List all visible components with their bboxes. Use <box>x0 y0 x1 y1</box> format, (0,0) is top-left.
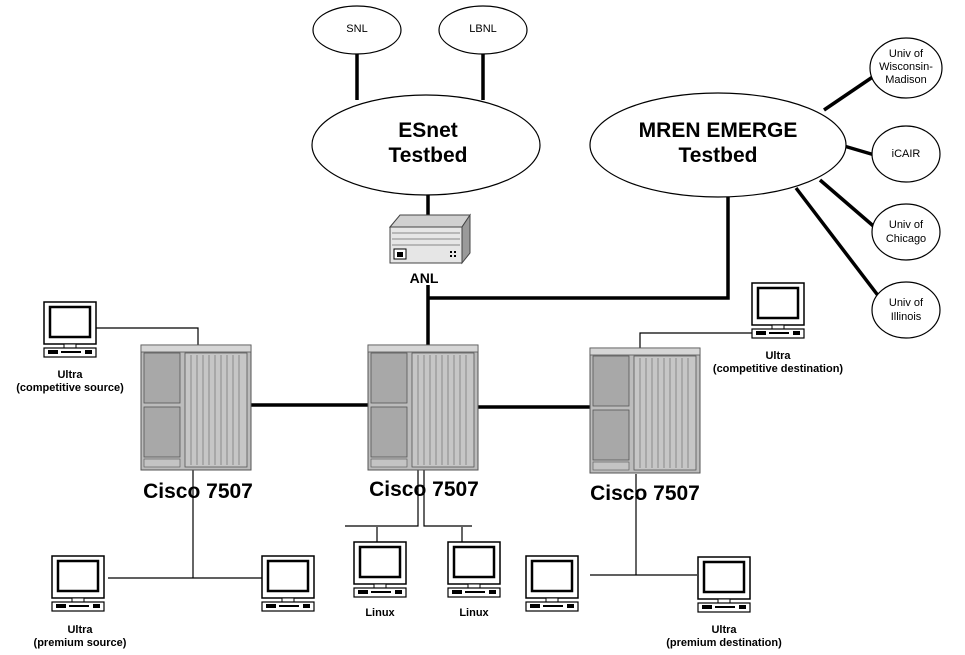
competitive-destination-label-line2: (competitive destination) <box>712 363 844 375</box>
computer-premium-destination-peer <box>524 554 580 613</box>
icair-label: iCAIR <box>891 148 921 160</box>
router-right <box>589 347 701 474</box>
router-center <box>367 344 479 471</box>
mren-cloud <box>589 92 847 198</box>
router-right-label: Cisco 7507 <box>590 482 700 505</box>
link-center-router-lan-left <box>345 470 419 527</box>
router-left <box>140 344 252 471</box>
computer-premium-destination <box>696 555 752 614</box>
competitive-destination-label-line1: Ultra <box>765 350 791 362</box>
computer-premium-source-peer <box>260 554 316 613</box>
computer-competitive-source <box>42 300 98 359</box>
competitive-source-label-line1: Ultra <box>57 369 83 381</box>
illinois-node <box>871 281 941 339</box>
chicago-node <box>871 203 941 261</box>
premium-source-label-line1: Ultra <box>67 624 93 636</box>
premium-destination-label-line1: Ultra <box>711 624 737 636</box>
mren-label-line1: MREN EMERGE <box>638 119 798 142</box>
link-mren-wisconsin <box>823 70 881 112</box>
chicago-label-line1: Univ of <box>888 219 924 231</box>
wisconsin-label-line1: Univ of <box>888 48 924 60</box>
router-left-label: Cisco 7507 <box>143 480 253 503</box>
router-center-label: Cisco 7507 <box>369 478 479 501</box>
premium-source-label-line2: (premium source) <box>33 637 127 649</box>
competitive-source-label-line2: (competitive source) <box>16 382 124 394</box>
lbnl-node <box>438 5 528 55</box>
anl-device <box>388 213 471 265</box>
computer-premium-source <box>50 554 106 613</box>
esnet-label-line1: ESnet <box>398 119 458 142</box>
link-center-router-lan-right <box>423 470 472 527</box>
snl-label: SNL <box>346 23 368 35</box>
icair-node <box>871 125 941 183</box>
computer-linux-right <box>446 540 502 599</box>
computer-linux-left <box>352 540 408 599</box>
anl-label: ANL <box>409 270 439 286</box>
linux-right-label: Linux <box>459 607 489 619</box>
wisconsin-label-line3: Madison <box>885 74 927 86</box>
mren-label-line2: Testbed <box>678 144 758 167</box>
snl-node <box>312 5 402 55</box>
chicago-label-line2: Chicago <box>885 233 927 245</box>
linux-left-label: Linux <box>365 607 395 619</box>
wisconsin-label-line2: Wisconsin- <box>879 61 933 73</box>
computer-competitive-destination <box>750 281 806 340</box>
esnet-cloud <box>311 94 541 196</box>
wisconsin-node <box>869 37 943 99</box>
illinois-label-line2: Illinois <box>890 311 922 323</box>
link-mren-chicago <box>818 178 880 232</box>
link-mren-anl <box>428 196 730 300</box>
link-mren-illinois <box>794 186 888 308</box>
premium-destination-label-line2: (premium destination) <box>666 637 782 649</box>
esnet-label-line2: Testbed <box>388 144 468 167</box>
illinois-label-line1: Univ of <box>888 297 924 309</box>
lbnl-label: LBNL <box>469 23 497 35</box>
